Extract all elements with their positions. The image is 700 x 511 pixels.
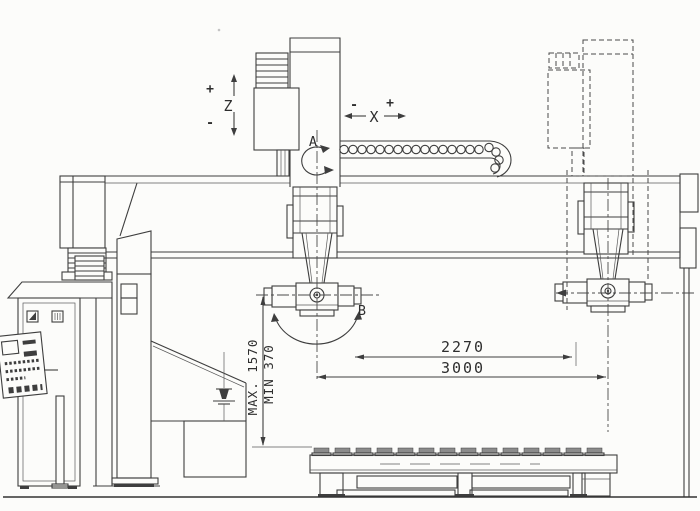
scan-speck: [217, 28, 221, 32]
right-column: [679, 173, 699, 497]
b-rotation-arrow-icon: [274, 314, 359, 345]
chain-u-turn: [489, 140, 512, 178]
x-minus-arrow-icon: [344, 113, 366, 119]
cabinet-top-ribs: [74, 255, 105, 281]
beam-left-end-box: [59, 175, 106, 249]
motor-housing: [253, 87, 300, 151]
dimension-max-text: MAX. 1570: [245, 339, 260, 416]
x-minus-sign: -: [350, 98, 358, 113]
dimension-2270: 2270: [355, 338, 577, 366]
z-axis-label: Z: [223, 97, 232, 115]
pendant-display: [0, 339, 20, 356]
z-minus-sign: -: [206, 116, 214, 131]
pendant-key-row: [5, 366, 41, 374]
dimension-2270-text: 2270: [441, 338, 485, 356]
machine-column: [93, 273, 160, 487]
table-base: [318, 472, 611, 497]
a-rotation-arrow-icon: [301, 146, 330, 176]
pendant-stand: [44, 369, 69, 489]
manual-label-icon: [51, 310, 64, 323]
b-axis-label: B: [358, 303, 366, 319]
b-rotation: B: [271, 303, 366, 345]
dimension-3000: 3000: [317, 359, 606, 380]
pendant-key-row: [4, 358, 40, 366]
traverse-direction-arrow-icon: [556, 289, 566, 297]
dimension-vertical: MAX. 1570 MIN 370: [245, 296, 312, 448]
warning-label-icon: [26, 310, 39, 323]
z-plus-arrow-icon: [231, 74, 237, 96]
chip-guard: [150, 340, 247, 478]
cable-chain: [339, 140, 512, 178]
cabinet-top-band: [6, 281, 113, 299]
pendant-key-row: [6, 376, 26, 382]
dimension-min-text: MIN 370: [261, 344, 276, 404]
beam-brace-line: [119, 182, 138, 237]
x-plus-sign: +: [386, 96, 394, 111]
x-axis-label: X: [369, 108, 378, 126]
work-table: [309, 447, 618, 497]
dashed-motor-housing: [547, 69, 591, 149]
control-pendant: [0, 331, 48, 399]
z-plus-sign: +: [206, 82, 214, 97]
pendant-key-row: [8, 384, 43, 394]
a-rotation: A: [301, 134, 334, 176]
dashed-position-outline: [547, 39, 649, 310]
dimension-3000-text: 3000: [441, 359, 485, 377]
a-axis-label: A: [309, 134, 317, 150]
x-plus-arrow-icon: [384, 113, 406, 119]
z-axis-symbol: + Z -: [206, 74, 237, 136]
dashed-motor-fins: [548, 52, 580, 69]
dashed-ram-column: [582, 39, 634, 177]
z-axis-motor: [253, 52, 300, 177]
x-axis-symbol: - X +: [344, 96, 406, 126]
lubrication-valve-icon: [213, 352, 235, 421]
z-minus-arrow-icon: [231, 112, 237, 136]
centerlines: [256, 130, 694, 432]
beam-saddle: [116, 230, 152, 275]
